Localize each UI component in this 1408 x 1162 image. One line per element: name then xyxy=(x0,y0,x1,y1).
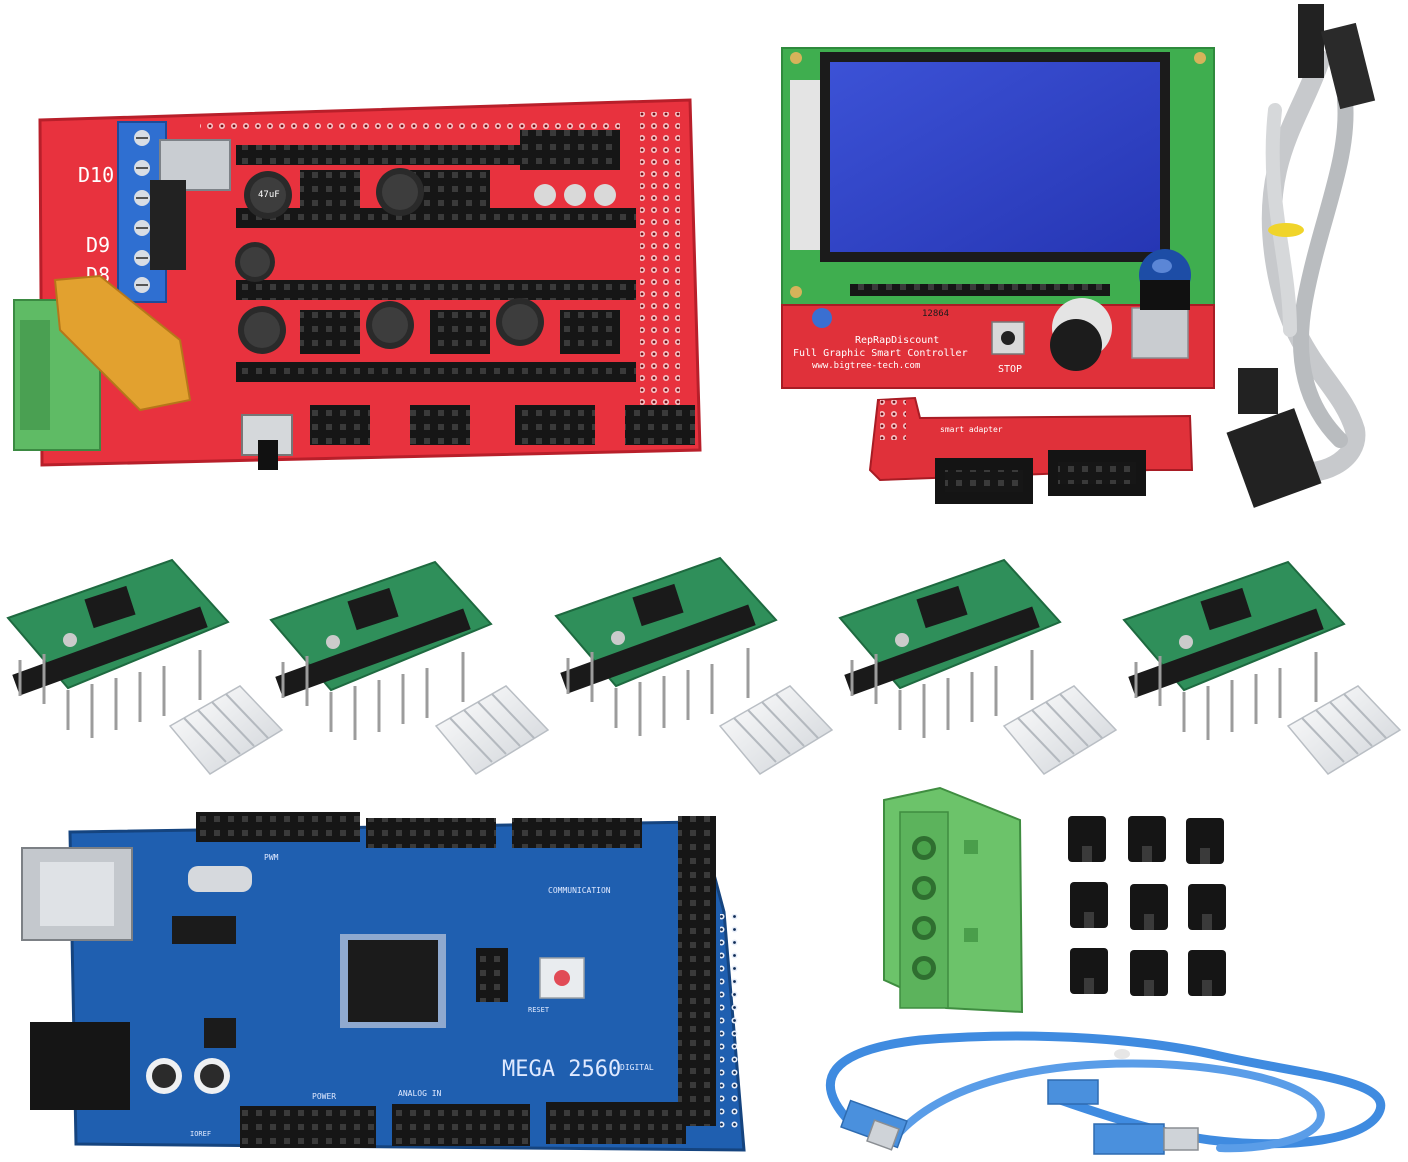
stepper-driver xyxy=(1122,560,1346,740)
mega-ioref-label: IOREF xyxy=(190,1130,211,1138)
ribbon-cable xyxy=(1226,4,1376,508)
ramps-driver-sockets xyxy=(236,130,695,445)
jumper xyxy=(1070,948,1108,994)
mega-mcu-chip xyxy=(340,934,446,1028)
lcd-adapter: smart adapter xyxy=(868,396,1194,504)
jumper xyxy=(1188,950,1226,996)
lcd-controller: 12864 RepRapDiscount Full Graphic Smart … xyxy=(781,47,1215,389)
mega-reset-button xyxy=(539,957,585,999)
heatsink xyxy=(1002,685,1118,775)
arduino-mega: MEGA 2560 ANALOG IN POWER COMMUNICATION … xyxy=(21,812,746,1152)
stepper-drivers xyxy=(6,556,1346,740)
stepper-driver xyxy=(269,560,493,740)
ramps-input-terminal xyxy=(13,274,192,451)
ramps-pin-header xyxy=(640,112,680,442)
lcd-brand-line: RepRapDiscount xyxy=(855,335,939,346)
ramps-reset-button xyxy=(241,414,293,470)
heatsink xyxy=(168,685,284,775)
mega-board-name: MEGA 2560 xyxy=(502,1057,621,1082)
adapter-label: smart adapter xyxy=(940,425,1003,434)
heatsink xyxy=(434,685,550,775)
mega-usb-port xyxy=(21,847,133,941)
usb-cable xyxy=(826,1031,1386,1155)
lcd-stop-label: STOP xyxy=(998,364,1022,375)
stepper-driver xyxy=(838,558,1062,738)
mega-power-label: POWER xyxy=(312,1092,336,1101)
ramps-label-d9: D9 xyxy=(86,233,110,257)
mega-pin-dots xyxy=(720,914,738,1134)
mega-comm-label: COMMUNICATION xyxy=(548,886,611,895)
mega-digital-label: DIGITAL xyxy=(620,1063,654,1072)
ramps-board: D10 D9 D8 xyxy=(13,98,702,470)
mega-power-jack xyxy=(30,1022,130,1110)
lcd-contrast-pot xyxy=(812,308,832,328)
ramps-mosfet xyxy=(150,139,231,270)
ramps-label-d10: D10 xyxy=(78,163,114,187)
lcd-buzzer xyxy=(1050,298,1112,371)
lcd-rotary-encoder xyxy=(1131,249,1191,359)
green-terminal-block xyxy=(883,786,1024,1014)
lcd-url-line: www.bigtree-tech.com xyxy=(812,361,920,371)
mega-pwm-label: PWM xyxy=(264,853,279,862)
cap-marking: 47uF xyxy=(258,190,280,200)
heatsinks xyxy=(168,685,1402,775)
heatsink xyxy=(1286,685,1402,775)
stepper-driver xyxy=(6,558,230,738)
jumper xyxy=(1068,816,1106,862)
heatsink xyxy=(718,685,834,775)
lcd-product-line: Full Graphic Smart Controller xyxy=(793,348,968,359)
jumper xyxy=(1128,816,1166,862)
ramps-capacitors: 47uF xyxy=(235,168,616,354)
jumper xyxy=(1130,884,1168,930)
jumper xyxy=(1130,950,1168,996)
jumpers xyxy=(1068,816,1226,996)
mega-reset-label: RESET xyxy=(528,1006,550,1014)
mega-analog-label: ANALOG IN xyxy=(398,1089,442,1098)
jumper xyxy=(1186,818,1224,864)
stepper-driver xyxy=(554,556,778,736)
jumper xyxy=(1070,882,1108,928)
lcd-model-label: 12864 xyxy=(922,309,949,319)
jumper xyxy=(1188,884,1226,930)
lcd-stop-button xyxy=(991,321,1025,355)
